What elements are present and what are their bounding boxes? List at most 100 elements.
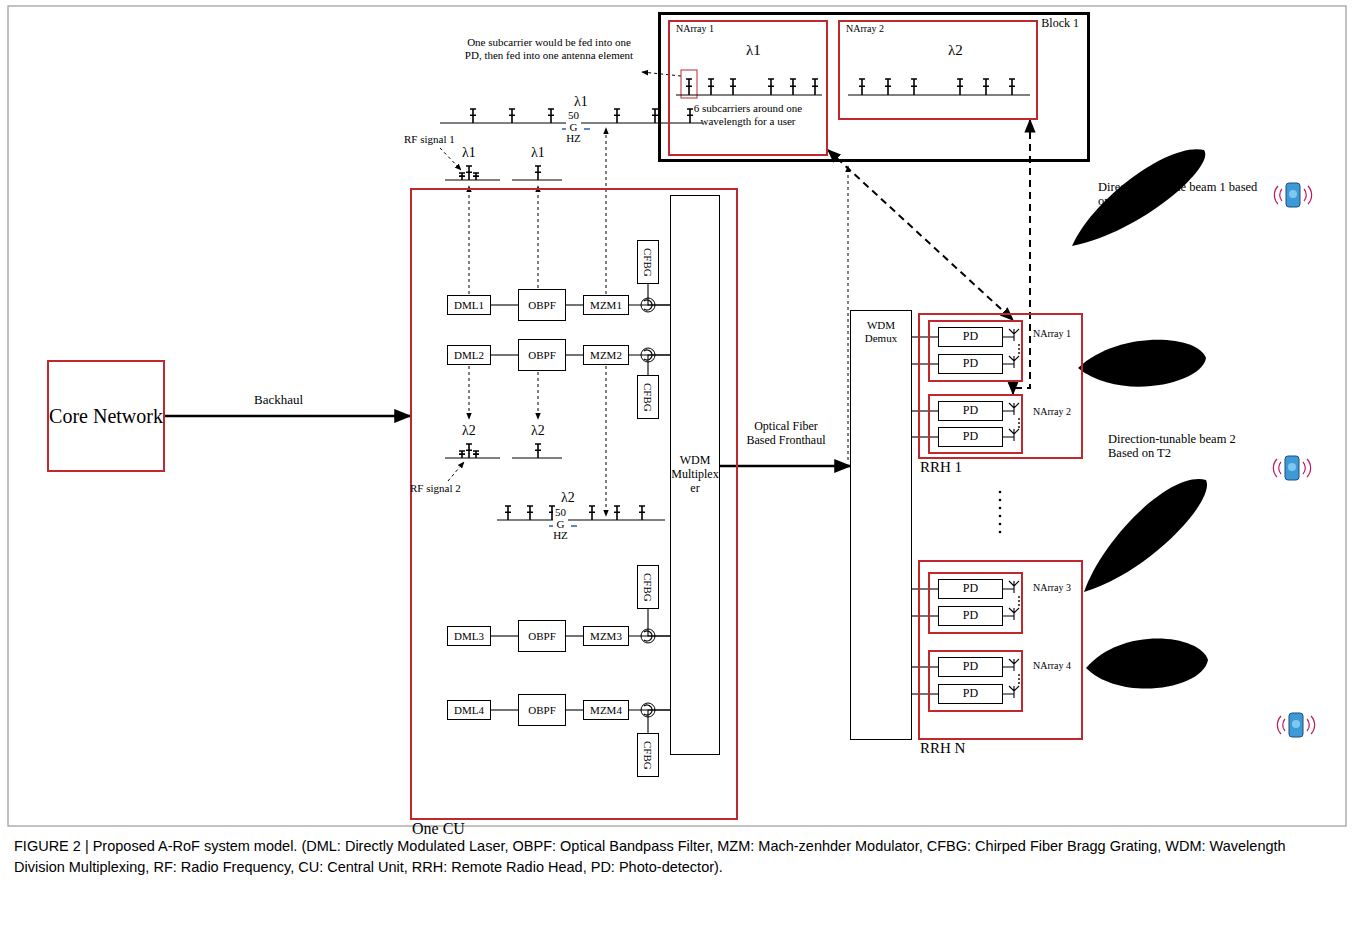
spectrum-sketch: [512, 180, 562, 181]
spectrum-sketch: [911, 79, 917, 95]
node-text: DML2: [454, 349, 484, 362]
group-box: Core Network: [47, 360, 165, 472]
connector: [566, 635, 583, 636]
user-phone: [1273, 456, 1310, 480]
connector: [912, 410, 938, 411]
radio-beam: [1084, 479, 1207, 592]
component-box: OBPF: [518, 339, 566, 371]
connector: [566, 304, 583, 305]
connector: [912, 436, 938, 437]
dashed-pointer: [848, 166, 849, 460]
antenna-element: [1018, 426, 1020, 428]
dashed-pointer: [606, 366, 607, 516]
spectrum-sketch: [445, 458, 500, 459]
component-box: DML4: [447, 700, 491, 720]
annotation-label: λ2: [462, 423, 476, 439]
spectrum-sketch: [535, 166, 541, 180]
connector: [912, 336, 938, 337]
radio-beam: [1078, 340, 1206, 387]
node-text: λ2: [948, 42, 963, 59]
node-text: DML4: [454, 704, 484, 717]
node-text: PD: [963, 609, 978, 623]
connector-label: Optical Fiber Based Fronthaul: [742, 420, 830, 448]
dashed-pointer: [440, 72, 848, 516]
node-text: RRH 1: [920, 459, 962, 476]
dashed-pointer: [642, 72, 681, 76]
dashed-pointer: [440, 148, 461, 170]
spectrum-sketch: [440, 123, 702, 124]
antenna-element: [1018, 678, 1020, 680]
user-phone: [1289, 713, 1303, 737]
annotation-label: λ2: [531, 423, 545, 439]
annotation-label: 50 GHZ: [553, 507, 568, 542]
component-box: PD: [938, 684, 1003, 704]
component-box: WDM Multiplexer: [670, 195, 720, 755]
spectrum-sketch: [957, 79, 963, 95]
antenna-element: [1018, 596, 1020, 598]
group-box: NArray 2 λ2: [838, 20, 1038, 120]
annotation-label: λ2: [561, 490, 575, 506]
spectrum-sketch: [859, 79, 865, 95]
annotation-label: λ1: [531, 145, 545, 161]
user-phone: [1277, 716, 1314, 734]
annotation-label: 50 GHZ: [566, 110, 581, 145]
spectrum-sketch: [497, 520, 665, 521]
figure-caption: FIGURE 2 | Proposed A-RoF system model. …: [14, 836, 1340, 878]
dashed-pointer: [469, 186, 470, 294]
node-text: NArray 4: [1033, 660, 1071, 672]
user-phone: [1288, 463, 1296, 471]
node-text: CFBG: [642, 248, 655, 277]
connector: [566, 709, 583, 710]
group-box: NArray 4PDPD: [928, 650, 1023, 712]
ellipsis-dots: [999, 515, 1002, 518]
dashed-pointer: [538, 186, 539, 288]
antenna-element: [1003, 329, 1019, 341]
node-text: PD: [963, 404, 978, 418]
grating-box: CFBG: [637, 375, 659, 419]
annotation-label: RF signal 2: [410, 482, 461, 495]
node-text: PD: [963, 582, 978, 596]
node-text: λ1: [746, 42, 761, 59]
node-text: Block 1: [1041, 17, 1079, 31]
spectrum-sketch: [473, 173, 479, 180]
spectrum-sketch: [470, 109, 476, 123]
node-text: CFBG: [642, 383, 655, 412]
connector: [828, 150, 1013, 320]
antenna-element: [1003, 608, 1019, 620]
user-phone: [1277, 713, 1314, 737]
spectrum-sketch: [676, 95, 822, 96]
node-text: WDM Multiplexer: [671, 454, 719, 495]
subcarrier-highlight: [681, 70, 697, 98]
annotation-label: One subcarrier would be fed into one PD,…: [463, 36, 635, 61]
node-text: CFBG: [642, 573, 655, 602]
connector: [648, 710, 670, 733]
connector: [720, 465, 850, 468]
spacing-dash: [549, 525, 555, 527]
connector-label: Backhaul: [254, 393, 303, 408]
spectrum-sketch: [466, 166, 472, 180]
antenna-element: [1003, 429, 1019, 441]
spacing-dash: [562, 128, 568, 130]
ellipsis-dots: [999, 491, 1002, 494]
connector: [566, 354, 583, 355]
antenna-element: [1018, 344, 1020, 346]
spectrum-sketch: [848, 95, 1030, 96]
grating-box: CFBG: [637, 733, 659, 777]
node-text: DML3: [454, 630, 484, 643]
spectrum-sketch: [549, 506, 555, 520]
grating-box: CFBG: [637, 565, 659, 609]
ellipsis-dots: [999, 531, 1002, 534]
node-text: PD: [963, 660, 978, 674]
spectrum-sketch: [512, 458, 562, 459]
node-text: NArray 2: [846, 23, 884, 35]
dashed-pointer: [538, 372, 539, 419]
node-text: OBPF: [528, 349, 556, 362]
node-text: PD: [963, 430, 978, 444]
group-box: NArray 1λ16 subcarriers around one wavel…: [668, 20, 828, 156]
grating-box: CFBG: [637, 240, 659, 284]
spectrum-sketch: [708, 79, 714, 95]
component-box: PD: [938, 401, 1003, 421]
component-box: OBPF: [518, 620, 566, 652]
node-text: One CU: [412, 820, 465, 838]
